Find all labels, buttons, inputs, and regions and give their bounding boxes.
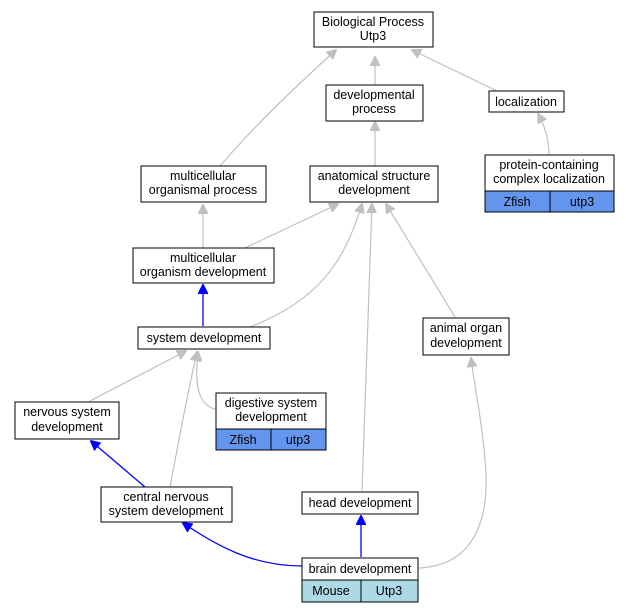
node-protein-containing-complex-localization[interactable]: protein-containing complex localization … (484, 154, 615, 213)
edge-cns-to-nervous (91, 441, 146, 488)
node-biological-process-line2: Utp3 (360, 29, 386, 43)
gene-label: Utp3 (376, 584, 402, 598)
edge-nervous-to-sysdev (89, 351, 186, 402)
edge-organdev-to-anatdev (386, 204, 456, 318)
gene-cell-utp3 (360, 579, 419, 603)
node-anatdev-line2: development (338, 183, 410, 197)
edge-head-to-anatdev (361, 204, 372, 492)
node-multicellular-organism-development[interactable]: multicellular organism development (132, 247, 275, 284)
edge-localization-to-bp (412, 50, 498, 92)
node-sysdev-label: system development (147, 331, 262, 345)
node-cns-line1: central nervous (123, 490, 208, 504)
node-protloc-line1: protein-containing (499, 158, 598, 172)
node-central-nervous-system-development[interactable]: central nervous system development (100, 486, 233, 523)
species-label: Zfish (503, 195, 530, 209)
edge-brain-to-organdev (418, 358, 487, 569)
node-organdev-line2: development (430, 336, 502, 350)
node-system-development[interactable]: system development (137, 326, 271, 350)
node-multiproc-line2: organismal process (149, 183, 257, 197)
node-brain-label: brain development (309, 562, 412, 576)
edges (89, 50, 550, 569)
node-multidev-line1: multicellular (170, 251, 236, 265)
node-multicellular-organismal-process[interactable]: multicellular organismal process (140, 165, 267, 203)
node-anatdev-line1: anatomical structure (318, 169, 431, 183)
node-protloc-line2: complex localization (493, 172, 605, 186)
node-digestive-system-development[interactable]: digestive system development Zfish utp3 (215, 392, 327, 451)
gene-cell-utp3 (549, 190, 615, 213)
node-multidev-line2: organism development (140, 265, 267, 279)
gene-cell-utp3 (270, 428, 327, 451)
node-animal-organ-development[interactable]: animal organ development (422, 317, 510, 356)
node-developmental-process-line1: developmental (333, 88, 414, 102)
node-head-development[interactable]: head development (301, 491, 419, 515)
node-nervous-line1: nervous system (23, 405, 111, 419)
node-cns-line2: system development (109, 504, 224, 518)
node-developmental-process-line2: process (352, 102, 396, 116)
node-localization[interactable]: localization (488, 90, 565, 113)
node-localization-label: localization (495, 95, 557, 109)
node-multiproc-line1: multicellular (170, 169, 236, 183)
species-label: Zfish (229, 433, 256, 447)
edge-multiproc-to-bp (219, 50, 336, 167)
node-digestive-line1: digestive system (225, 396, 317, 410)
edge-cns-to-sysdev (169, 352, 197, 488)
gene-label: utp3 (570, 195, 594, 209)
node-head-label: head development (309, 496, 412, 510)
node-brain-development[interactable]: brain development Mouse Utp3 (301, 557, 419, 603)
edge-brain-to-cns (183, 523, 303, 567)
edge-protloc-to-localization (538, 114, 550, 156)
edge-sysdev-to-anatdev (249, 204, 362, 328)
node-developmental-process[interactable]: developmental process (325, 84, 424, 122)
node-digestive-line2: development (235, 410, 307, 424)
gene-label: utp3 (286, 433, 310, 447)
node-organdev-line1: animal organ (430, 321, 502, 335)
node-biological-process-line1: Biological Process (322, 15, 424, 29)
species-label: Mouse (312, 584, 350, 598)
node-biological-process[interactable]: Biological Process Utp3 (313, 11, 434, 48)
edge-digestive-to-sysdev (197, 352, 216, 410)
edge-multidev-to-anatdev (244, 204, 338, 249)
node-nervous-system-development[interactable]: nervous system development (14, 401, 120, 440)
node-nervous-line2: development (31, 420, 103, 434)
node-anatomical-structure-development[interactable]: anatomical structure development (309, 165, 439, 203)
